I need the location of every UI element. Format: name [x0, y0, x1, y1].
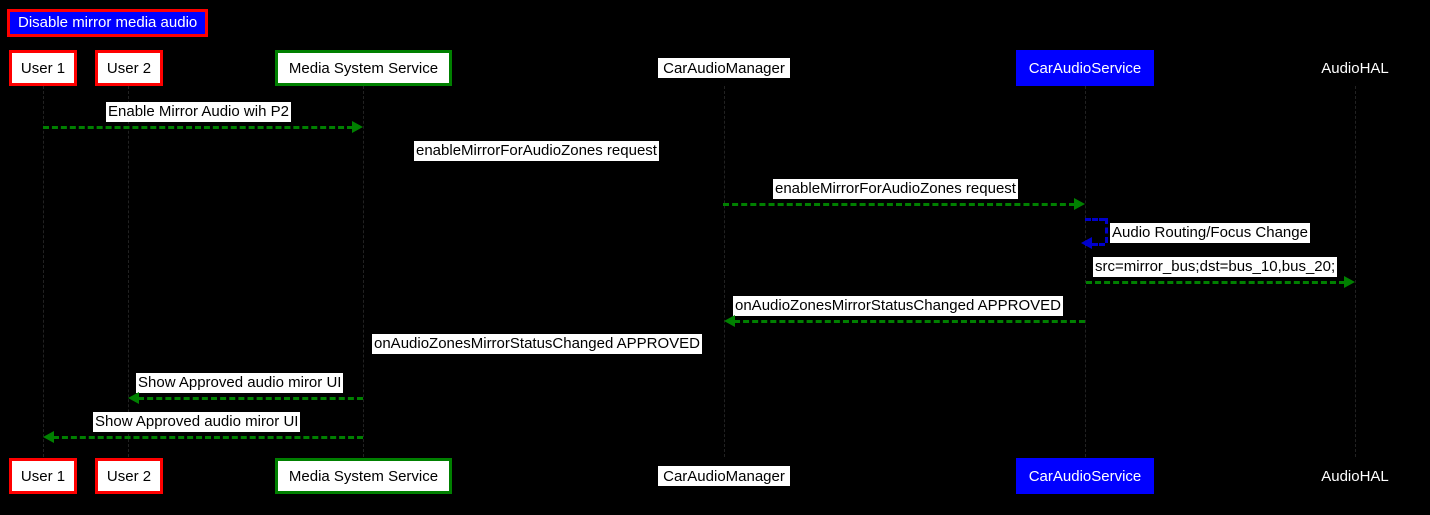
participant-user1-top[interactable]: User 1	[9, 50, 77, 86]
message-arrowhead-m9	[43, 431, 54, 443]
message-line-m5	[1086, 281, 1345, 284]
participant-user1-bottom[interactable]: User 1	[9, 458, 77, 494]
participant-label: AudioHAL	[1321, 467, 1389, 485]
message-line-m3	[723, 203, 1075, 206]
lifeline-user2	[128, 86, 129, 457]
message-arrowhead-m1	[352, 121, 363, 133]
participant-label: User 1	[20, 467, 66, 485]
lifeline-audio_hal	[1355, 86, 1356, 457]
message-arrowhead-m8	[128, 392, 139, 404]
participant-media_system-bottom[interactable]: Media System Service	[275, 458, 452, 494]
message-label-m8: Show Approved audio miror UI	[136, 373, 344, 393]
participant-car_audio_svc-bottom[interactable]: CarAudioService	[1016, 458, 1154, 494]
self-loop-arrowhead	[1081, 237, 1092, 249]
message-arrowhead-m5	[1344, 276, 1355, 288]
message-arrowhead-m6	[724, 315, 735, 327]
lifeline-car_audio_mgr	[724, 86, 725, 457]
participant-user2-bottom[interactable]: User 2	[95, 458, 163, 494]
participant-label: CarAudioService	[1028, 467, 1142, 485]
lifeline-media_system	[363, 86, 364, 457]
diagram-title: Disable mirror media audio	[7, 9, 209, 37]
message-label-m2: enableMirrorForAudioZones request	[414, 141, 659, 161]
self-loop-top-segment	[1085, 218, 1105, 221]
participant-label: User 2	[106, 467, 152, 485]
participant-label: CarAudioManager	[663, 467, 785, 485]
message-line-m1	[43, 126, 353, 129]
message-label-m5: src=mirror_bus;dst=bus_10,bus_20;	[1093, 257, 1338, 277]
participant-car_audio_mgr-top[interactable]: CarAudioManager	[658, 58, 790, 78]
message-label-m9: Show Approved audio miror UI	[93, 412, 301, 432]
message-label-m1: Enable Mirror Audio wih P2	[106, 102, 291, 122]
message-label-m6: onAudioZonesMirrorStatusChanged APPROVED	[733, 296, 1064, 316]
message-arrowhead-m3	[1074, 198, 1085, 210]
participant-label: CarAudioService	[1028, 59, 1142, 77]
participant-media_system-top[interactable]: Media System Service	[275, 50, 452, 86]
participant-label: Media System Service	[288, 59, 439, 77]
lifeline-user1	[43, 86, 44, 457]
self-loop-right-segment	[1105, 218, 1108, 243]
message-line-m9	[53, 436, 363, 439]
participant-audio_hal-top[interactable]: AudioHAL	[1316, 58, 1394, 78]
message-line-m6	[734, 320, 1085, 323]
participant-user2-top[interactable]: User 2	[95, 50, 163, 86]
message-label-m3: enableMirrorForAudioZones request	[773, 179, 1018, 199]
message-label-m7: onAudioZonesMirrorStatusChanged APPROVED	[372, 334, 703, 354]
participant-label: AudioHAL	[1321, 59, 1389, 77]
participant-label: User 1	[20, 59, 66, 77]
message-line-m8	[138, 397, 363, 400]
participant-car_audio_mgr-bottom[interactable]: CarAudioManager	[658, 466, 790, 486]
self-loop-bottom-segment	[1085, 243, 1105, 246]
lifeline-car_audio_svc	[1085, 86, 1086, 457]
participant-label: CarAudioManager	[663, 59, 785, 77]
participant-car_audio_svc-top[interactable]: CarAudioService	[1016, 50, 1154, 86]
message-label-m4: Audio Routing/Focus Change	[1110, 223, 1310, 243]
participant-label: User 2	[106, 59, 152, 77]
participant-audio_hal-bottom[interactable]: AudioHAL	[1316, 466, 1394, 486]
participant-label: Media System Service	[288, 467, 439, 485]
